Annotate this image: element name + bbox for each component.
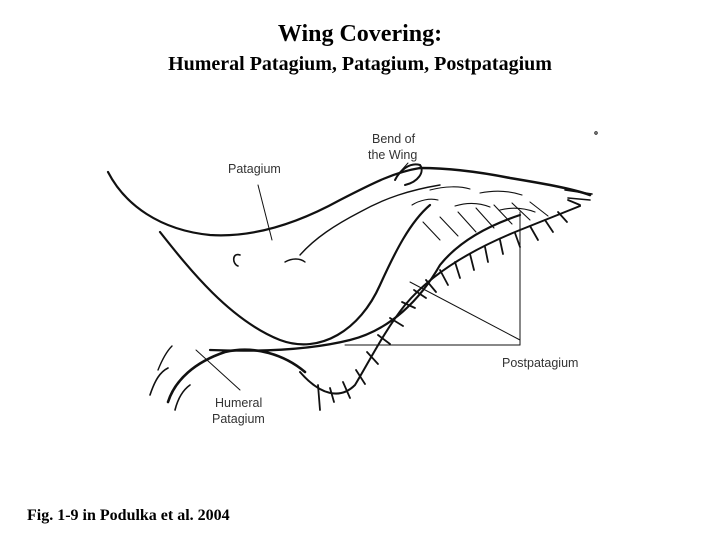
feather-stubs xyxy=(317,199,581,411)
slide-subtitle: Humeral Patagium, Patagium, Postpatagium xyxy=(168,53,552,75)
label-humeral-line1: Humeral xyxy=(215,396,262,410)
membrane-inner-line xyxy=(299,184,441,256)
patagium-fold xyxy=(284,258,306,263)
humeral-outline xyxy=(166,348,307,404)
label-bend-line2: the Wing xyxy=(368,148,417,162)
body-side-outline xyxy=(157,345,173,371)
postpatagium-edge xyxy=(299,205,581,395)
label-patagium: Patagium xyxy=(228,162,281,176)
slide-title: Wing Covering: xyxy=(277,21,443,47)
covert-texture xyxy=(411,186,549,241)
label-postpatagium: Postpatagium xyxy=(502,356,578,370)
leading-edge-outline xyxy=(418,166,592,197)
patagium-curl xyxy=(232,253,241,267)
leader-lines xyxy=(195,162,521,391)
speck xyxy=(594,131,598,135)
body-lower-outline xyxy=(149,367,169,396)
label-bend-line1: Bend of xyxy=(372,132,416,146)
wing-tip-feathers xyxy=(564,189,593,201)
body-bottom-outline xyxy=(174,384,191,411)
forearm-lower-outline xyxy=(208,213,522,352)
label-humeral-line2: Patagium xyxy=(212,412,265,426)
patagium-lower-outline xyxy=(158,203,432,346)
body-upper-outline xyxy=(106,166,422,237)
figure-caption: Fig. 1-9 in Podulka et al. 2004 xyxy=(27,507,230,524)
